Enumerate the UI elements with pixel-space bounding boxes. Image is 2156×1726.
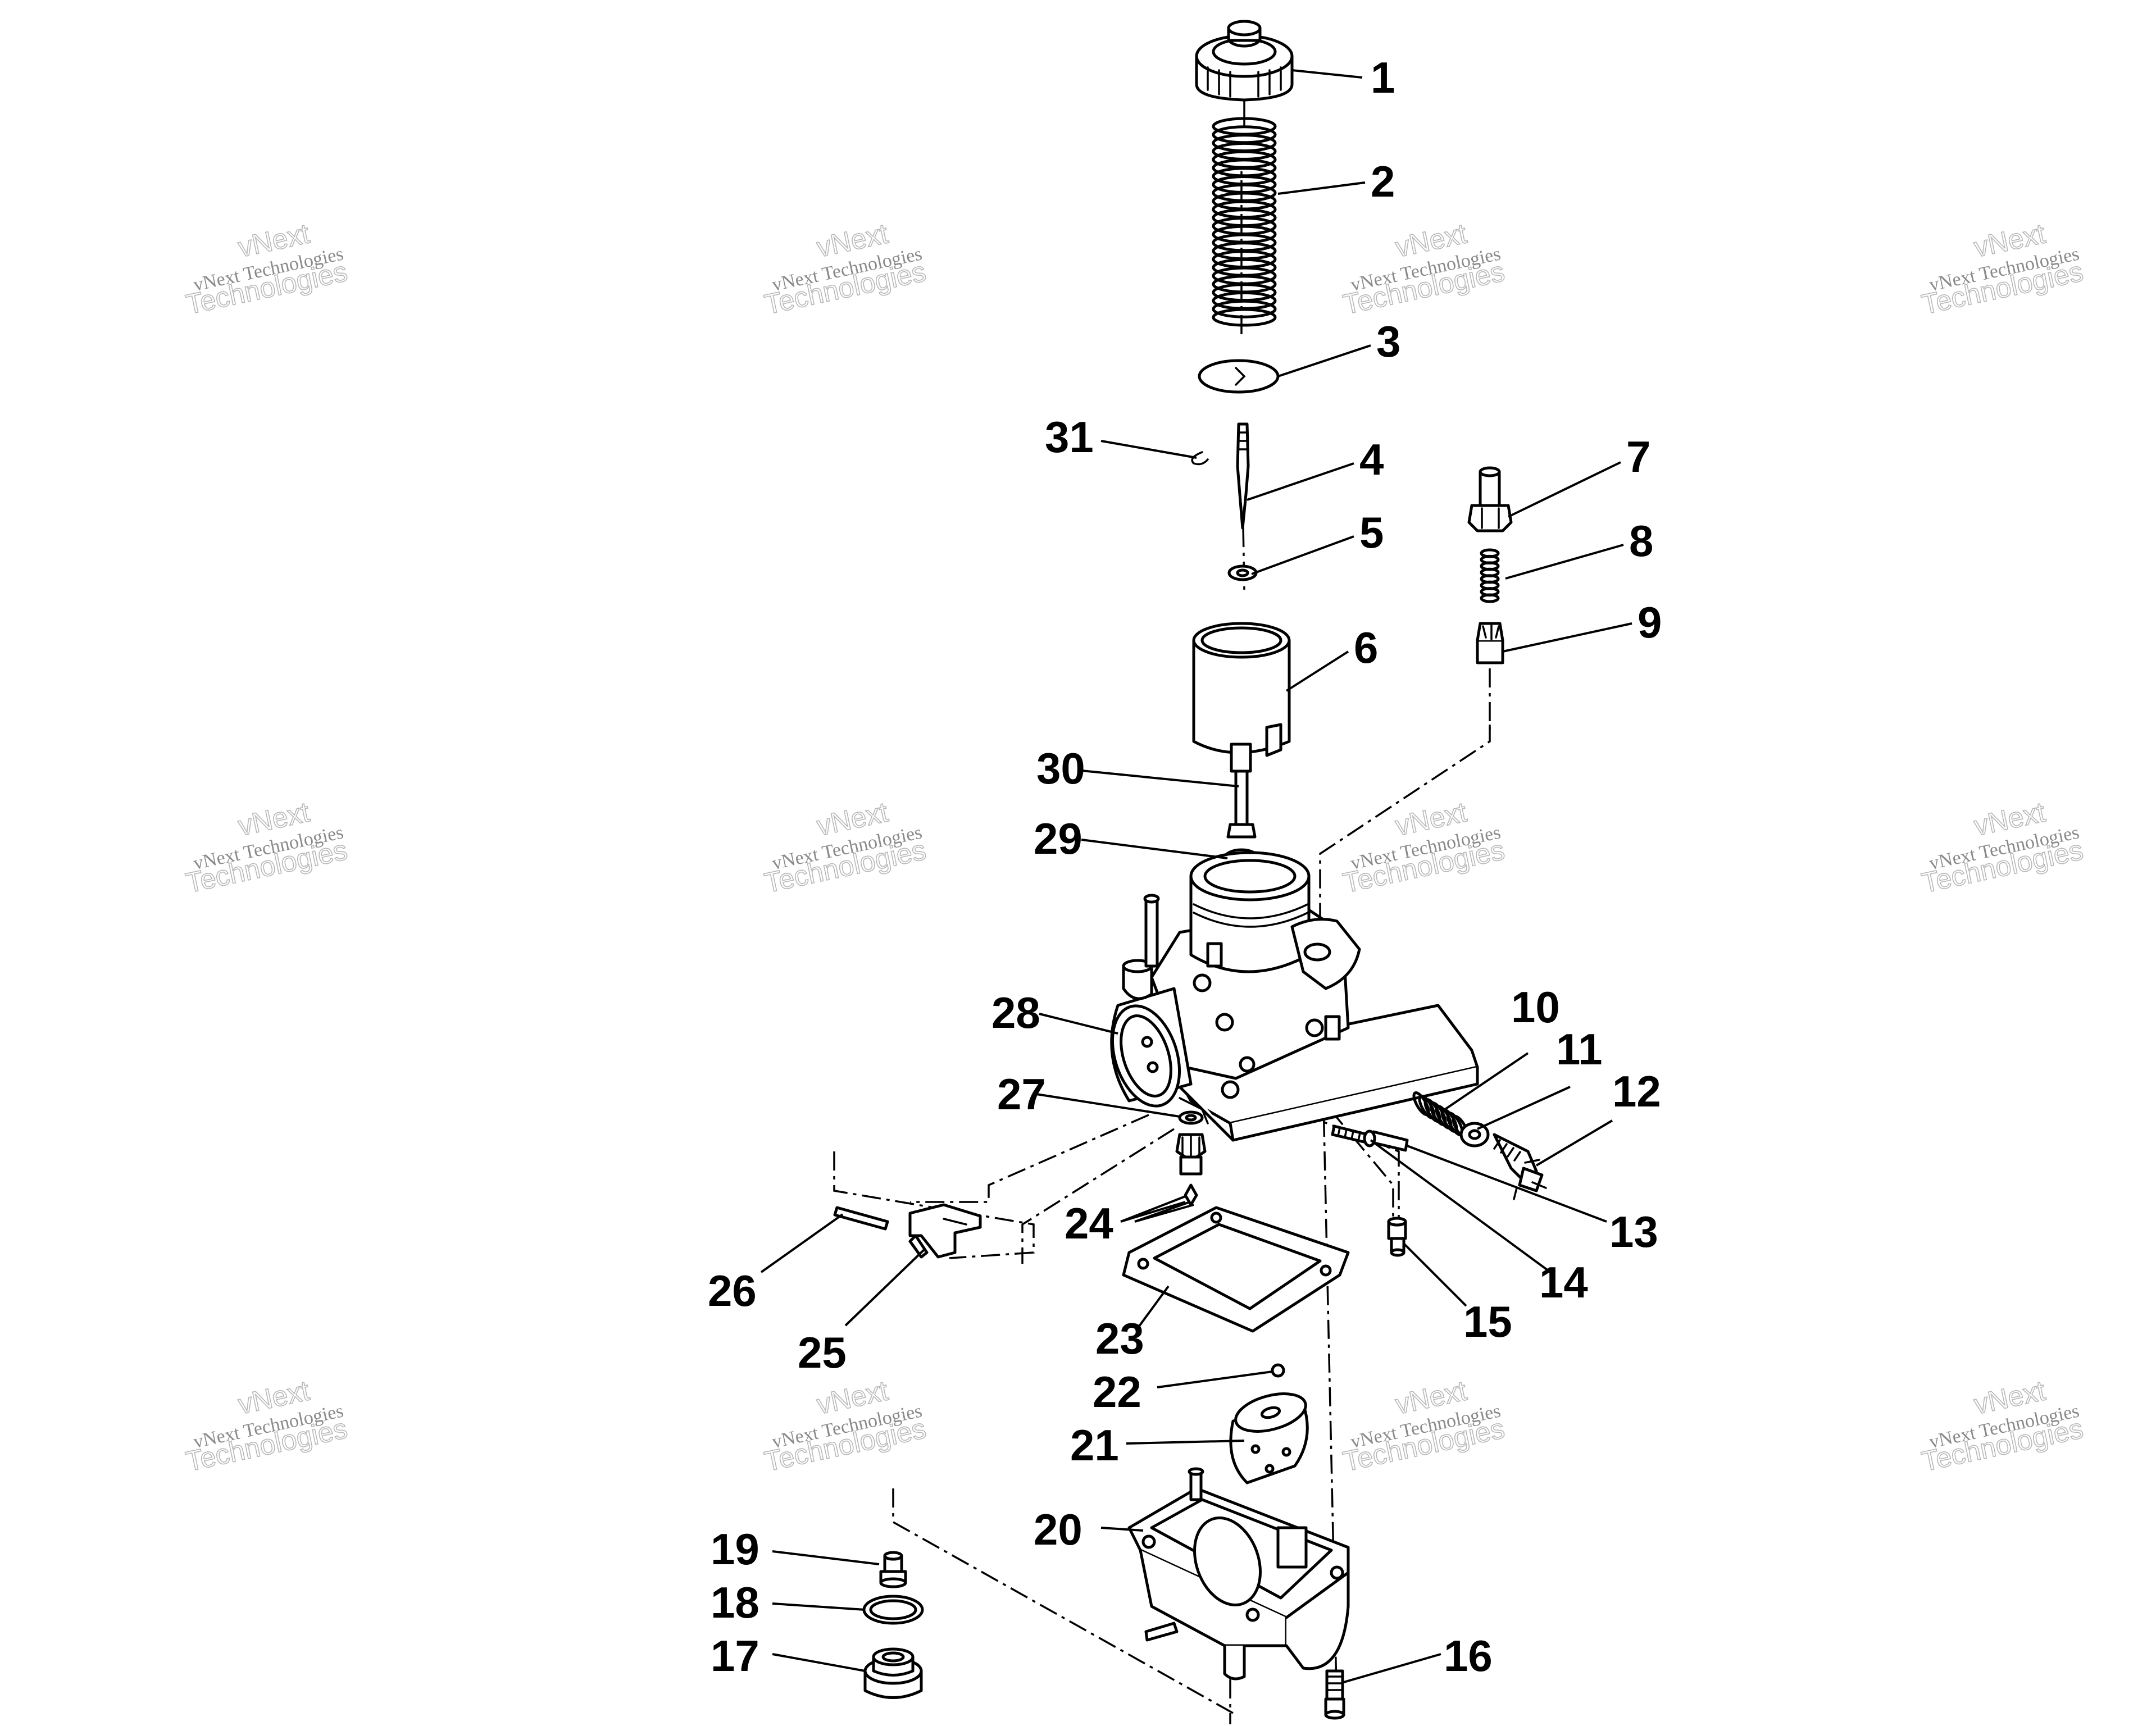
part-1-cap [1195,20,1294,127]
callout-7: 7 [1626,432,1650,481]
callout-21: 21 [1070,1420,1119,1470]
assembly-lines [833,168,1491,1724]
callout-12: 12 [1612,1067,1661,1116]
part-12-screw [1493,1133,1547,1200]
part-20-float-bowl [1127,1467,1350,1681]
callout-19: 19 [711,1524,759,1574]
callout-23: 23 [1095,1314,1144,1363]
callout-10: 10 [1511,982,1560,1032]
part-31-clip [1100,440,1209,466]
part-14-o-ring [1363,1130,1376,1147]
part-18-o-ring [862,1595,924,1625]
callout-17: 17 [711,1631,759,1681]
callout-28: 28 [991,988,1040,1037]
callout-18: 18 [711,1578,759,1627]
callout-15: 15 [1463,1297,1512,1346]
callout-8: 8 [1629,516,1653,566]
part-3-plate [1198,359,1280,394]
callout-5: 5 [1359,508,1384,557]
part-9-plunger [1476,622,1504,664]
part-7-fitting [1467,466,1513,532]
spring-coil [1480,593,1500,603]
callout-labels: 1 2 3 4 5 6 7 8 9 10 11 12 13 14 15 16 1… [708,53,1662,1681]
callout-1: 1 [1371,53,1395,102]
part-15-jet [1387,1217,1407,1257]
part-23-gasket [1122,1206,1350,1333]
callout-30: 30 [1036,744,1085,793]
spring-coil [1212,299,1277,318]
callout-2: 2 [1371,157,1395,206]
part-5-washer [1227,564,1258,581]
part-27-washer [1178,1110,1204,1125]
callout-29: 29 [1034,814,1082,863]
part-17-plug [863,1647,923,1699]
callout-25: 25 [798,1328,847,1377]
part-19-jet [879,1551,907,1588]
part-26-pin [833,1206,889,1231]
callout-3: 3 [1376,317,1400,366]
callout-11: 11 [1556,1024,1602,1074]
leader-lines [760,69,1632,1683]
part-30-needle-jet [1226,743,1257,839]
callout-9: 9 [1638,598,1662,647]
part-6-slide [1192,622,1291,757]
part-16-screw [1324,1669,1345,1720]
callout-13: 13 [1609,1207,1658,1256]
part-4-needle [1236,422,1250,530]
callout-16: 16 [1444,1631,1493,1681]
callout-22: 22 [1093,1367,1141,1417]
callout-24: 24 [1065,1199,1113,1248]
part-8-spring [1480,548,1500,603]
callout-27: 27 [997,1069,1046,1119]
part-24-main-jet [1175,1133,1207,1206]
callout-6: 6 [1354,623,1378,672]
part-25-float-arm [908,1203,982,1259]
callout-20: 20 [1034,1505,1082,1554]
part-2-spring [1212,117,1277,327]
callout-26: 26 [708,1266,757,1315]
part-22-ball [1271,1363,1285,1378]
callout-31: 31 [1045,412,1094,462]
part-21-float [1229,1392,1309,1484]
spring-coil [1212,308,1277,327]
part-28-carb-body [1110,851,1479,1142]
part-11-washer [1459,1122,1490,1147]
callout-4: 4 [1359,435,1384,484]
callout-14: 14 [1539,1258,1588,1307]
